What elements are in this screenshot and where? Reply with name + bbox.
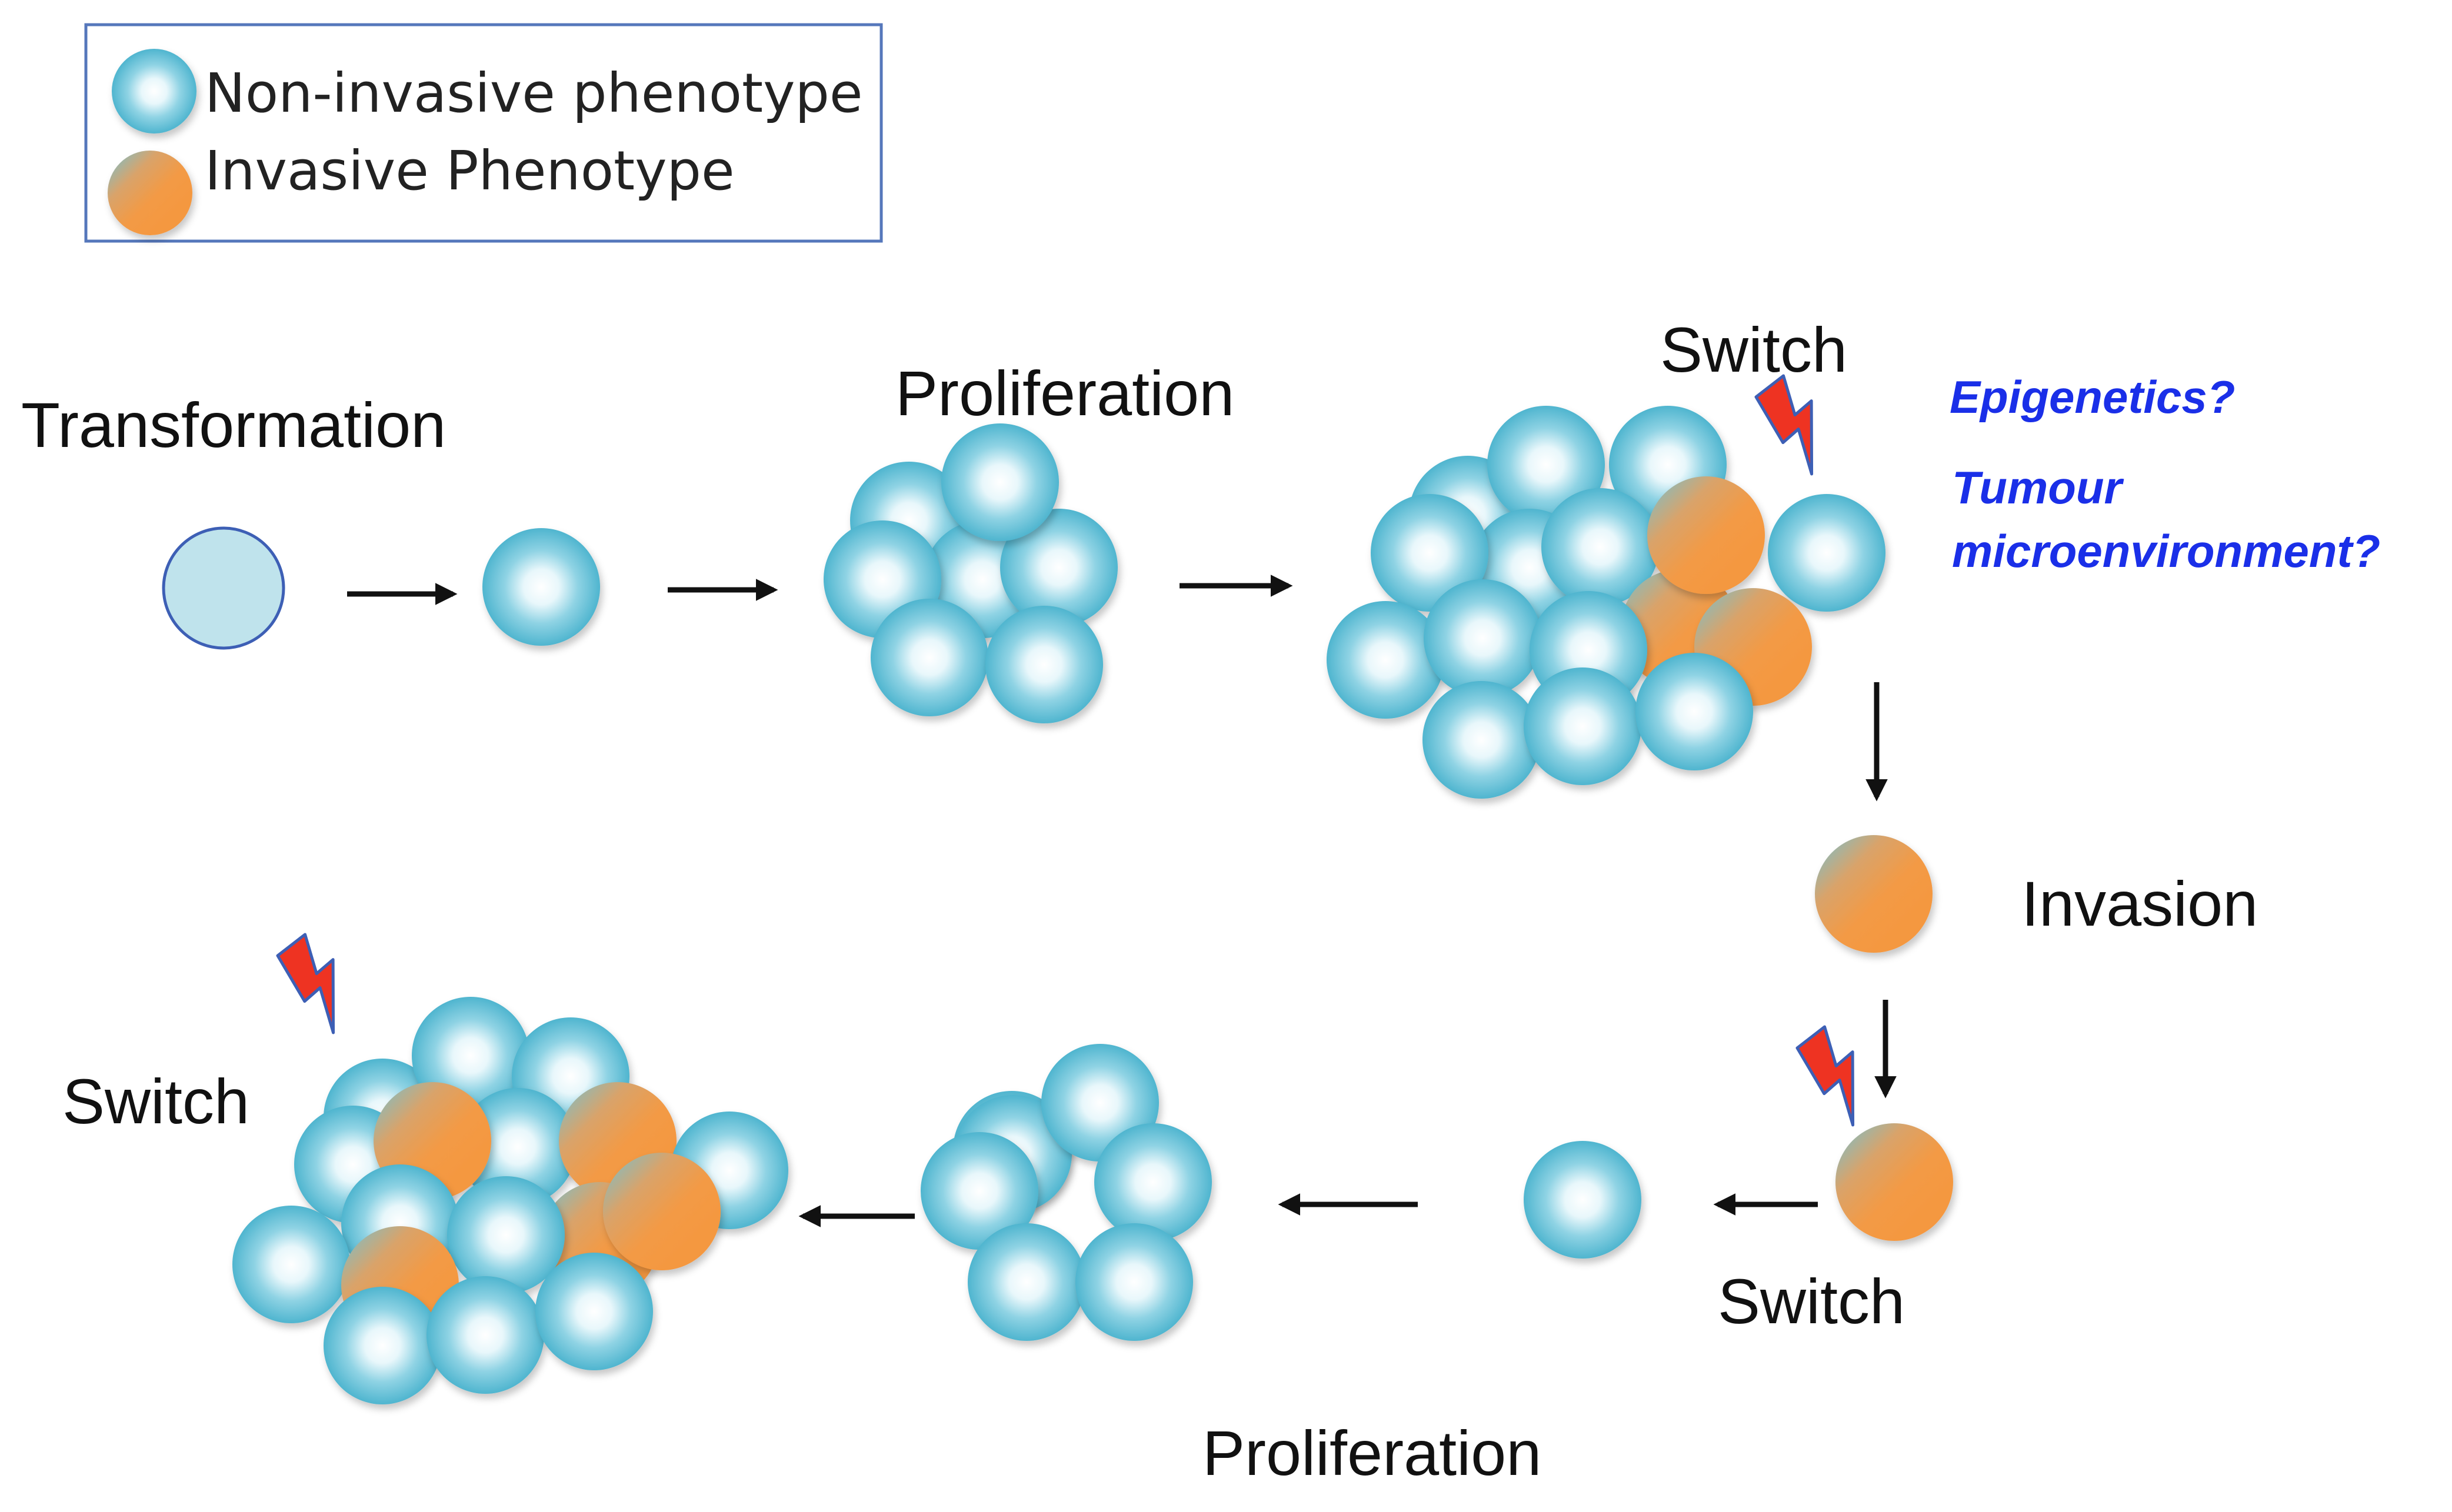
cluster-cell <box>941 423 1059 541</box>
cluster-cell <box>459 1088 577 1206</box>
cluster-cell <box>1327 601 1444 719</box>
legend-box <box>84 23 883 243</box>
normal-cell <box>162 526 285 650</box>
invading-cell <box>1815 835 1933 953</box>
proliferation-cluster-bottom <box>921 1044 1212 1341</box>
legend-item-non-invasive: Non-invasive phenotype <box>112 49 863 133</box>
cluster-cell <box>1422 681 1540 799</box>
cluster-cell <box>921 1132 1038 1250</box>
switched-cell <box>1524 1141 1641 1259</box>
invasive-cell <box>1647 476 1765 594</box>
label-switch-top: Switch <box>1660 314 1847 385</box>
non-invasive-cell-icon <box>112 49 196 133</box>
cluster-cell <box>1541 488 1659 606</box>
label-switch-bottom-left: Switch <box>62 1066 249 1137</box>
transformed-cell <box>482 528 600 646</box>
flow-arrows <box>347 575 1897 1227</box>
question-epigenetics: Epigenetics? <box>1950 371 2235 423</box>
legend-label-invasive: Invasive Phenotype <box>205 139 735 202</box>
cluster-cell <box>1635 653 1753 770</box>
invasive-cell-icon <box>108 151 192 235</box>
cluster-cell <box>447 1176 565 1294</box>
label-proliferation-top: Proliferation <box>895 358 1234 429</box>
cluster-cell <box>324 1287 441 1404</box>
lightning-bolt-icon <box>1795 1025 1855 1127</box>
lightning-bolt-icon <box>276 933 335 1034</box>
label-proliferation-bottom: Proliferation <box>1202 1417 1541 1488</box>
label-transformation: Transformation <box>21 389 446 460</box>
question-tumour-line1: Tumour <box>1952 462 2124 513</box>
label-switch-bottom-right: Switch <box>1718 1266 1905 1337</box>
cluster-cell <box>1000 509 1118 626</box>
invasive-cell <box>603 1153 721 1270</box>
legend-item-invasive: Invasive Phenotype <box>108 139 735 235</box>
switching-cell <box>1835 1123 1953 1241</box>
cluster-cell <box>1094 1123 1212 1241</box>
label-invasion: Invasion <box>2021 868 2258 939</box>
cluster-cell <box>985 606 1103 723</box>
lightning-bolt-icon <box>1754 374 1814 476</box>
switch-cluster-bottom <box>232 997 788 1404</box>
legend-label-non-invasive: Non-invasive phenotype <box>205 62 863 125</box>
question-tumour-line2: microenvironment? <box>1952 525 2380 577</box>
cluster-cell <box>871 599 988 716</box>
cluster-cell <box>427 1276 544 1394</box>
cluster-cell <box>232 1206 350 1323</box>
cluster-cell <box>1424 579 1541 697</box>
cluster-cell <box>968 1223 1085 1341</box>
cluster-cell <box>1524 667 1641 785</box>
switch-cluster-top <box>1327 406 1885 799</box>
cluster-cell <box>1075 1223 1193 1341</box>
cluster-cell <box>1768 494 1885 612</box>
legend: Non-invasive phenotype Invasive Phenotyp… <box>84 23 883 243</box>
cluster-cell <box>1371 494 1488 612</box>
cluster-cell <box>535 1253 653 1370</box>
proliferation-cluster-top <box>824 423 1118 723</box>
